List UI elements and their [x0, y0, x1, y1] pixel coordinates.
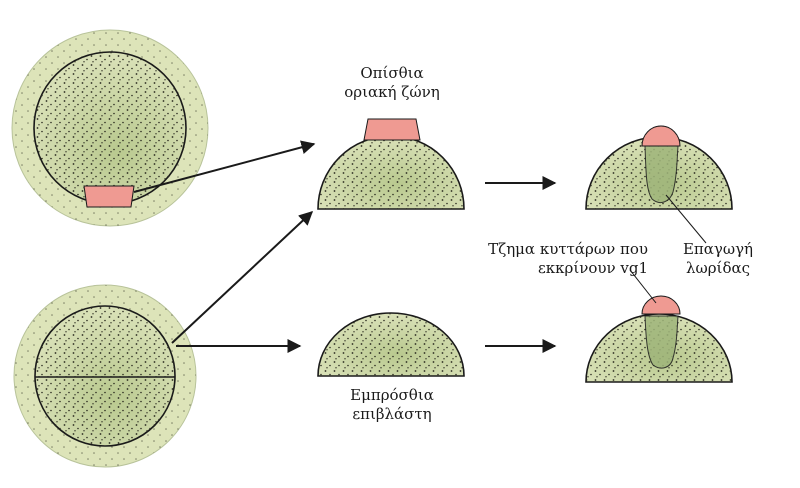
right-bottom-induced [585, 269, 733, 383]
arrow-bottom-to-posterior [171, 211, 314, 344]
top-embryo-posterior-marginal-zone [83, 185, 135, 208]
label-vg1-line1: Τζημα κυττάρων που [488, 240, 648, 258]
label-vg1-line2: εκκρίνουν vg1 [538, 259, 648, 277]
primitive-streak-bottom [644, 315, 679, 369]
label-vg1-cells: Τζημα κυττάρων που εκκρίνουν vg1 [440, 240, 648, 278]
leader-streak [665, 194, 707, 244]
primitive-streak-top [644, 145, 679, 203]
bottom-left-embryo [13, 284, 197, 468]
label-streak-line1: Επαγωγή [682, 240, 754, 258]
label-streak-line2: λωρίδας [686, 259, 750, 277]
pink-cap-top [641, 125, 681, 147]
pmz-graft [363, 118, 421, 141]
arrow-top-to-posterior [133, 140, 316, 193]
label-anterior-epiblast: Εμπρόσθια επιβλάστη [325, 386, 459, 424]
right-top-induced [585, 125, 733, 244]
label-anterior-line2: επιβλάστη [352, 405, 432, 423]
pink-cap-bottom [641, 295, 681, 315]
posterior-half-with-pmz [317, 118, 465, 210]
top-left-embryo [11, 29, 209, 227]
label-posterior-marginal-zone: Οπίσθια οριακή ζώνη [330, 64, 454, 102]
anterior-epiblast-half [317, 312, 465, 377]
label-posterior-line2: οριακή ζώνη [344, 83, 440, 101]
label-anterior-line1: Εμπρόσθια [350, 386, 434, 404]
leader-vg1 [629, 269, 657, 304]
arrows [133, 140, 557, 353]
label-posterior-line1: Οπίσθια [360, 64, 424, 82]
label-streak-induction: Επαγωγή λωρίδας [668, 240, 768, 278]
